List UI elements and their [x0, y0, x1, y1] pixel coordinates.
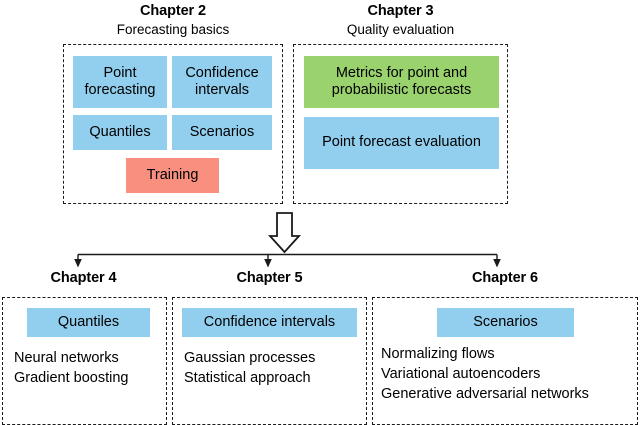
chapter-4-container: Quantiles Neural networks Gradient boost…	[2, 297, 167, 425]
card-metrics-point-probabilistic[interactable]: Metrics for point and probabilistic fore…	[304, 56, 499, 108]
card-confidence-intervals[interactable]: Confidence intervals	[172, 56, 272, 108]
chapter-2-container: Point forecasting Confidence intervals Q…	[63, 44, 283, 204]
card-quantiles[interactable]: Quantiles	[73, 115, 167, 150]
card-point-forecast-evaluation[interactable]: Point forecast evaluation	[304, 117, 499, 169]
card-training[interactable]: Training	[126, 158, 219, 193]
down-block-arrow	[267, 212, 302, 254]
card-point-forecasting[interactable]: Point forecasting	[73, 56, 167, 108]
card-chapter-6-scenarios[interactable]: Scenarios	[437, 308, 574, 337]
card-chapter-5-confidence-intervals[interactable]: Confidence intervals	[182, 308, 357, 337]
chapter-6-item-2: Generative adversarial networks	[381, 386, 589, 402]
chapter-3-title: Chapter 3	[367, 3, 434, 19]
chapter-4-item-0: Neural networks	[14, 350, 119, 366]
chapter-4-title: Chapter 4	[50, 270, 117, 286]
chapter-3-container: Metrics for point and probabilistic fore…	[293, 44, 508, 204]
card-chapter-4-quantiles[interactable]: Quantiles	[27, 308, 150, 337]
chapter-2-subtitle: Forecasting basics	[116, 22, 230, 37]
chapter-4-item-1: Gradient boosting	[14, 370, 129, 386]
chapter-3-subtitle: Quality evaluation	[346, 22, 455, 37]
branch-arrow-chapter-5	[264, 259, 272, 268]
chapter-6-title: Chapter 6	[472, 270, 538, 286]
branch-arrow-chapter-6	[493, 259, 501, 268]
chapter-2-title: Chapter 2	[140, 3, 206, 19]
card-scenarios[interactable]: Scenarios	[172, 115, 272, 150]
chapter-5-item-1: Statistical approach	[184, 370, 311, 386]
chapter-5-container: Confidence intervals Gaussian processes …	[172, 297, 367, 425]
branch-arrow-chapter-4	[74, 259, 82, 268]
chapter-6-item-1: Variational autoencoders	[381, 366, 541, 382]
chapter-6-item-0: Normalizing flows	[381, 346, 495, 362]
chapter-5-item-0: Gaussian processes	[184, 350, 316, 366]
chapter-5-title: Chapter 5	[236, 270, 303, 286]
chapter-6-container: Scenarios Normalizing flows Variational …	[372, 297, 638, 425]
